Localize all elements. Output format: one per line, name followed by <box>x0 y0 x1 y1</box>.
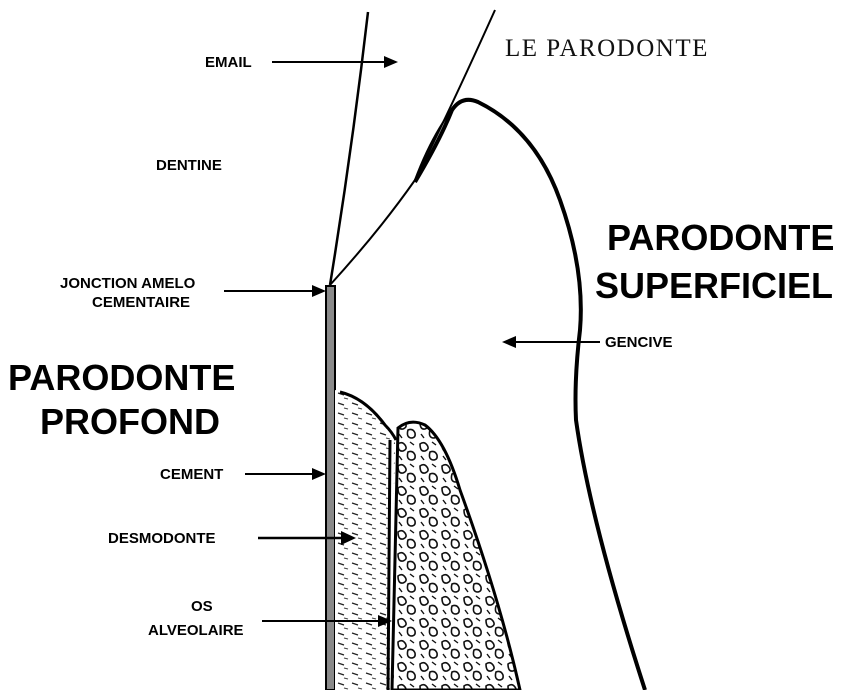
cement-layer <box>326 286 335 690</box>
enamel-outline <box>330 12 368 285</box>
parodonte-superficiel-line1: PARODONTE <box>607 217 834 258</box>
label-email: EMAIL <box>205 54 252 71</box>
label-gencive: GENCIVE <box>605 334 673 351</box>
label-dentine: DENTINE <box>156 157 222 174</box>
arrow-gencive-head <box>502 336 516 348</box>
diagram-title: LE PARODONTE <box>505 35 709 62</box>
label-jonction-line2: CEMENTAIRE <box>92 294 190 311</box>
label-os-line2: ALVEOLAIRE <box>148 622 244 639</box>
label-os-line1: OS <box>191 598 213 615</box>
label-jonction-line1: JONCTION AMELO <box>60 275 196 292</box>
parodonte-superficiel-line2: SUPERFICIEL <box>595 265 833 306</box>
label-desmodonte: DESMODONTE <box>108 530 216 547</box>
arrow-email-head <box>384 56 398 68</box>
dentine-enamel-boundary <box>330 10 495 285</box>
os-inner-edge <box>388 440 390 690</box>
parodonte-profond-line2: PROFOND <box>40 401 220 442</box>
parodonte-profond-line1: PARODONTE <box>8 357 235 398</box>
arrow-cement-head <box>312 468 326 480</box>
arrow-jonction-head <box>312 285 326 297</box>
os-alveolaire-wall <box>392 422 520 690</box>
label-cement: CEMENT <box>160 466 223 483</box>
